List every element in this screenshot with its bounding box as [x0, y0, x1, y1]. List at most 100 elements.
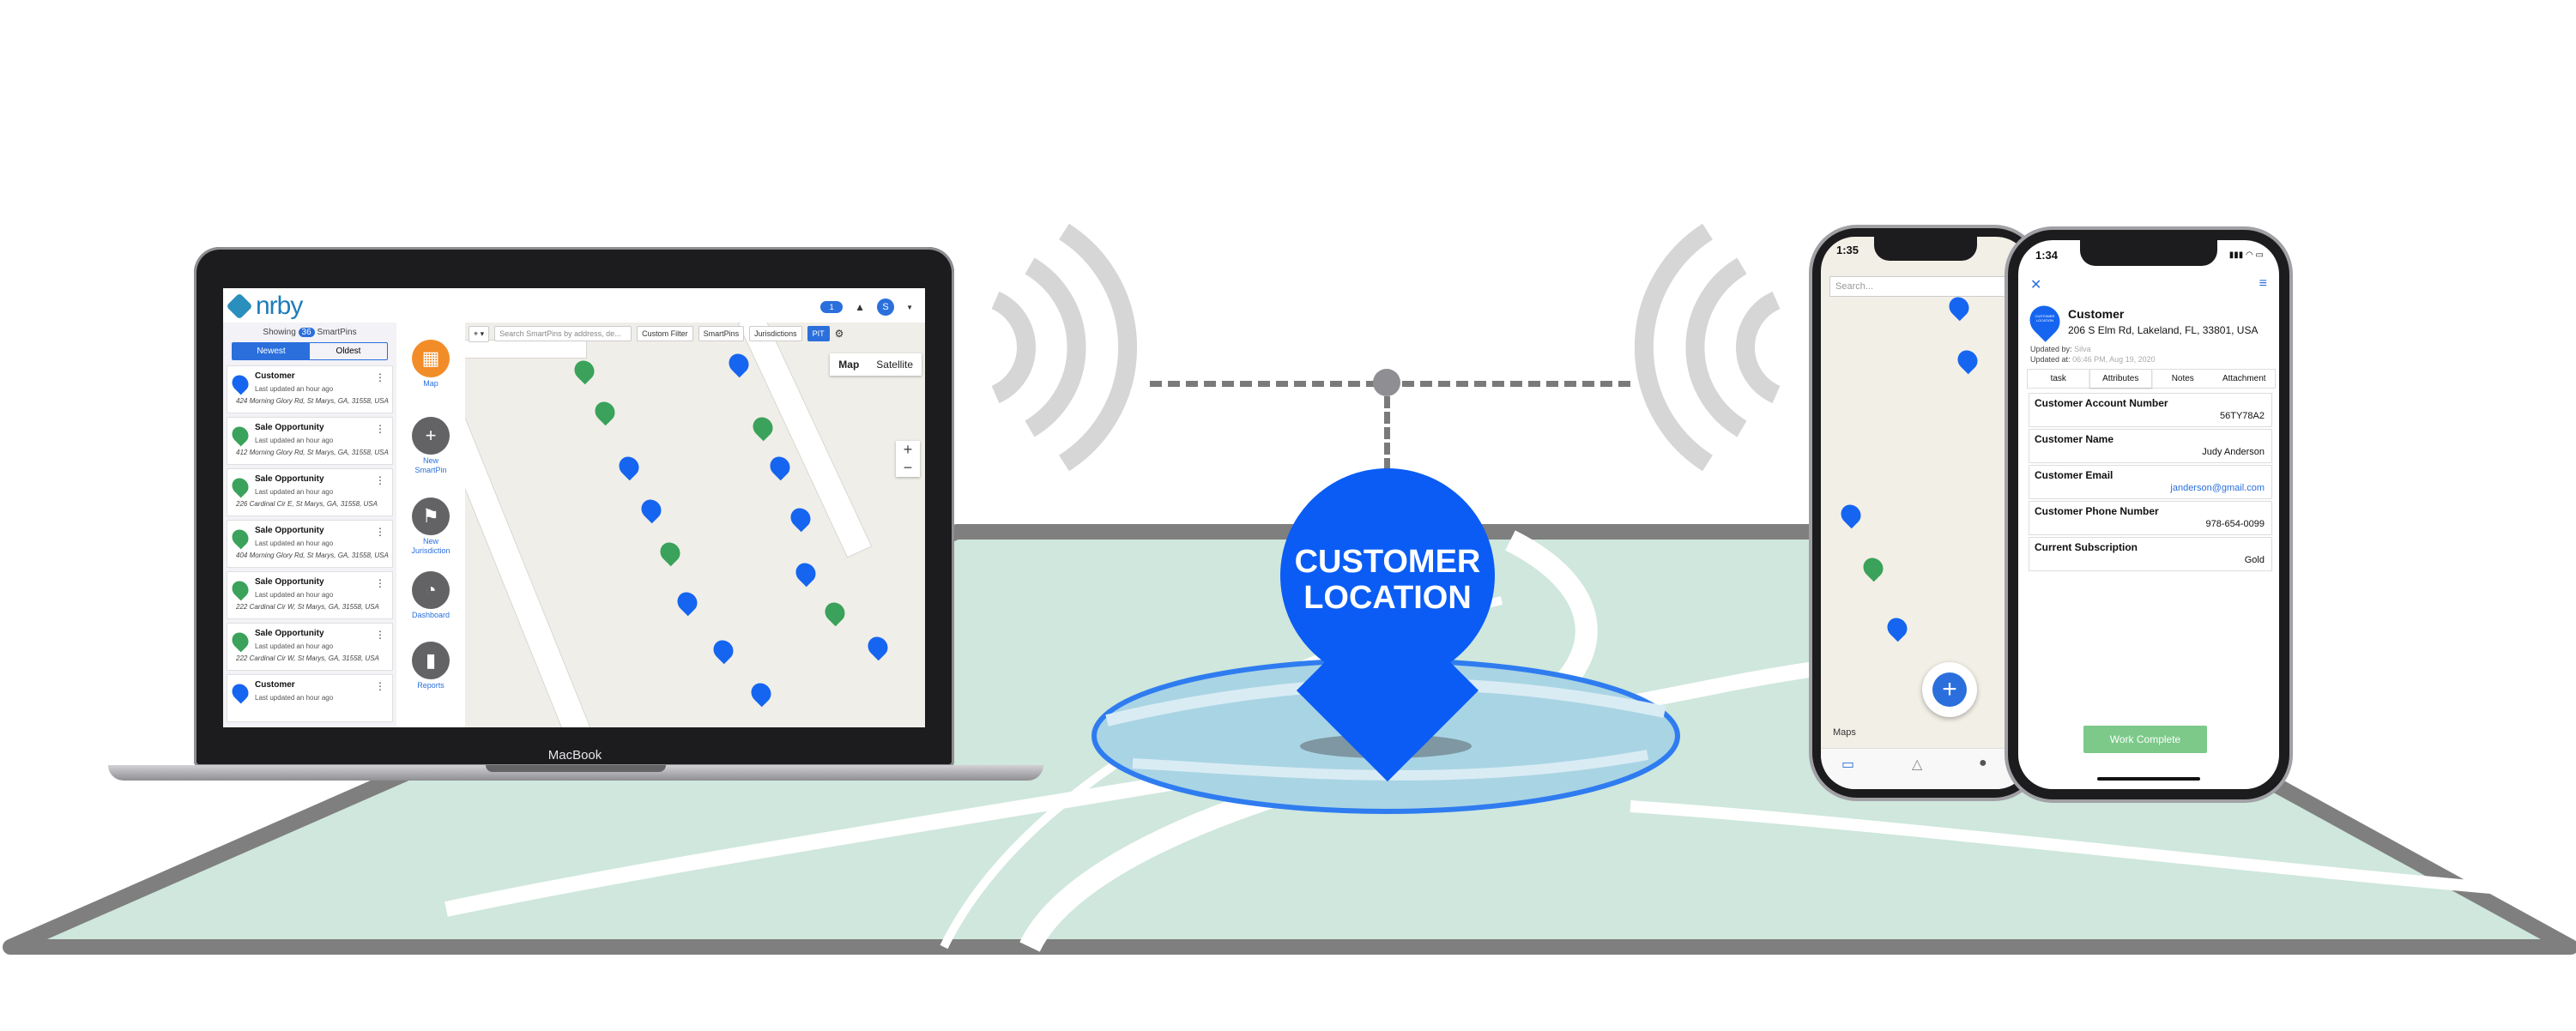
more-vertical-icon[interactable]: ⋮	[375, 680, 385, 692]
map-pin-customer[interactable]	[1883, 613, 1912, 642]
laptop-screen: nrby 1 ▲ S ▼ Showing 36 SmartPins Newest…	[223, 288, 925, 727]
more-vertical-icon[interactable]: ⋮	[375, 577, 385, 589]
list-item-title: Sale Opportunity	[255, 526, 324, 535]
zoom-in-button[interactable]: +	[903, 441, 913, 458]
map-pin-sale[interactable]	[570, 356, 599, 385]
location-filter-button[interactable]: ⌖ ▾	[469, 325, 490, 342]
count-badge: 36	[298, 328, 315, 337]
smartpin-icon	[228, 629, 252, 653]
pin-button[interactable]: PIT	[807, 326, 830, 341]
map-pin-customer[interactable]	[765, 452, 795, 481]
more-vertical-icon[interactable]: ⋮	[375, 629, 385, 641]
zoom-control: + −	[896, 441, 920, 477]
menu-icon[interactable]: ≡	[2259, 276, 2267, 291]
updated-at: Updated at: 06:46 PM, Aug 19, 2020	[2030, 355, 2156, 364]
map-pin-sale[interactable]	[820, 598, 850, 627]
user-tab-icon[interactable]: ●	[1979, 756, 1987, 770]
list-item-address: 404 Morning Glory Rd, St Marys, GA, 3155…	[236, 552, 389, 559]
record-tab[interactable]: Notes	[2171, 374, 2194, 383]
record-tab[interactable]: Attributes	[2089, 370, 2152, 388]
smartpin-icon	[228, 680, 252, 704]
notifications-badge[interactable]: 1	[820, 301, 844, 313]
nav-new-jurisdiction-button[interactable]: ⚑ New Jurisdiction	[409, 497, 452, 556]
list-item-address: 424 Morning Glory Rd, St Marys, GA, 3155…	[236, 397, 389, 405]
map-pin-customer[interactable]	[614, 452, 644, 481]
avatar[interactable]: S	[877, 298, 895, 316]
map-pin-customer[interactable]	[1953, 346, 1982, 375]
add-smartpin-button[interactable]: +	[1922, 662, 1977, 717]
zoom-out-button[interactable]: −	[903, 459, 913, 476]
map-pin-customer[interactable]	[1836, 500, 1865, 529]
nav-dashboard-label: Dashboard	[411, 611, 450, 619]
app-logo[interactable]: nrby	[226, 292, 303, 320]
detail-field-value[interactable]: janderson@gmail.com	[2170, 483, 2265, 493]
map-tab-icon[interactable]: ▭	[1841, 757, 1855, 772]
list-item-updated: Last updated an hour ago	[255, 385, 334, 393]
map-pin-customer[interactable]	[637, 495, 666, 524]
nav-reports-button[interactable]: ▮ Reports	[409, 642, 452, 690]
list-item-title: Sale Opportunity	[255, 474, 324, 484]
smartpin-icon	[228, 423, 252, 447]
map-toolbar: ⌖ ▾ Search SmartPins by address, de... C…	[465, 323, 925, 345]
smartpins-dropdown[interactable]: SmartPins	[698, 326, 745, 341]
map-pin-sale[interactable]	[748, 413, 777, 442]
list-item-updated: Last updated an hour ago	[255, 437, 334, 444]
nav-map-button[interactable]: ▦ Map	[409, 340, 452, 389]
plus-circle-icon: +	[412, 417, 450, 455]
custom-filter-dropdown[interactable]: Custom Filter	[637, 326, 693, 341]
map-pin-customer[interactable]	[673, 588, 702, 617]
flag-icon: ⚑	[412, 497, 450, 535]
work-complete-button[interactable]: Work Complete	[2083, 726, 2207, 753]
list-item-updated: Last updated an hour ago	[255, 540, 334, 547]
jurisdictions-dropdown[interactable]: Jurisdictions	[749, 326, 802, 341]
map-type-satellite-button[interactable]: Satellite	[876, 359, 913, 371]
map-pin-customer[interactable]	[724, 349, 753, 378]
map-pin-customer[interactable]	[1944, 292, 1974, 322]
home-indicator	[2097, 777, 2200, 781]
map-pin-customer[interactable]	[786, 503, 815, 533]
chevron-down-icon[interactable]: ▼	[906, 303, 913, 311]
map-search-input[interactable]: Search...	[1829, 276, 2025, 297]
sort-oldest-tab[interactable]: Oldest	[336, 347, 361, 356]
list-item-updated: Last updated an hour ago	[255, 694, 334, 702]
close-icon[interactable]: ✕	[2030, 278, 2042, 292]
more-vertical-icon[interactable]: ⋮	[375, 526, 385, 538]
map-pin-sale[interactable]	[1859, 553, 1888, 582]
map-type-map-button[interactable]: Map	[838, 359, 860, 371]
list-item-title: Sale Opportunity	[255, 629, 324, 638]
gear-icon[interactable]: ⚙	[834, 328, 844, 340]
map-pin-customer[interactable]	[863, 632, 892, 661]
nav-new-smartpin-button[interactable]: + New SmartPin	[409, 417, 452, 475]
map-pin-sale[interactable]	[656, 538, 685, 567]
connector-drop	[1384, 396, 1390, 470]
record-tab[interactable]: task	[2050, 374, 2066, 383]
smartpin-search-input[interactable]: Search SmartPins by address, de...	[494, 326, 632, 341]
more-vertical-icon[interactable]: ⋮	[375, 423, 385, 435]
sort-newest-tab[interactable]: Newest	[233, 343, 310, 359]
detail-field-value: 978-654-0099	[2205, 519, 2265, 529]
more-vertical-icon[interactable]: ⋮	[375, 371, 385, 383]
nav-new-jurisdiction-label: New Jurisdiction	[411, 537, 450, 555]
list-item-title: Sale Opportunity	[255, 577, 324, 587]
map-pin-sale[interactable]	[590, 397, 620, 426]
map-pin-customer[interactable]	[709, 636, 738, 665]
updated-by: Updated by: Silva	[2030, 345, 2091, 353]
map-pin-customer[interactable]	[747, 678, 776, 708]
bell-icon[interactable]: ▲	[855, 301, 865, 313]
detail-field-value: Gold	[2244, 555, 2265, 565]
status-time: 1:35	[1836, 244, 1859, 256]
map-view[interactable]: ⌖ ▾ Search SmartPins by address, de... C…	[465, 323, 925, 727]
record-tab[interactable]: Attachment	[2222, 374, 2266, 383]
bell-tab-icon[interactable]: △	[1912, 757, 1923, 772]
map-pin-customer[interactable]	[791, 558, 820, 588]
more-vertical-icon[interactable]: ⋮	[375, 474, 385, 486]
nav-dashboard-button[interactable]: ◔ Dashboard	[409, 571, 452, 620]
